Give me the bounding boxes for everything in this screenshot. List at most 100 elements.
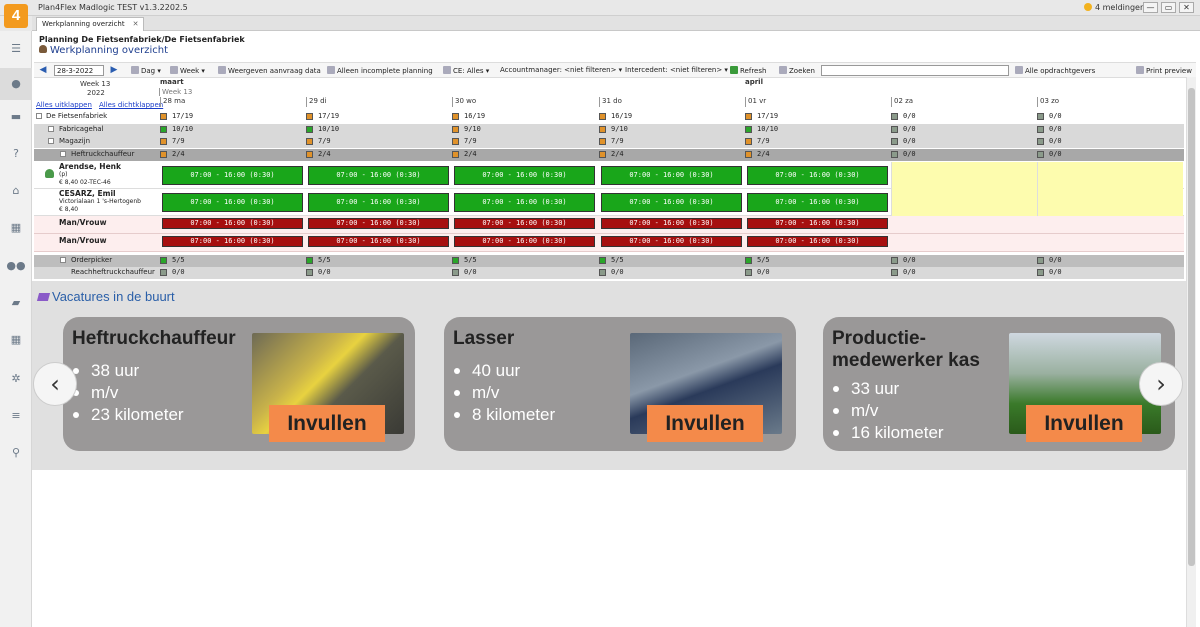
week-button[interactable]: Week ▾ bbox=[170, 66, 205, 75]
open-shift-block[interactable]: 07:00 - 16:00 (0:30) bbox=[747, 236, 888, 247]
intercedent-dropdown[interactable]: Intercedent: <niet filteren> ▾ bbox=[625, 66, 728, 74]
notifications[interactable]: 4 meldingen bbox=[1084, 3, 1145, 12]
accountmanager-dropdown[interactable]: Accountmanager: <niet filteren> ▾ bbox=[500, 66, 623, 74]
open-shift-block[interactable]: 07:00 - 16:00 (0:30) bbox=[601, 236, 742, 247]
next-date-button[interactable]: ▶ bbox=[110, 65, 118, 75]
person-line3: € 8,40 02-TEC-46 bbox=[59, 179, 111, 186]
folder-icon[interactable]: ▰ bbox=[11, 296, 21, 309]
prev-date-button[interactable]: ◀ bbox=[39, 65, 47, 75]
carousel-prev-button[interactable]: ‹ bbox=[33, 362, 77, 406]
gear-icon[interactable]: ✲ bbox=[11, 372, 21, 385]
person-row[interactable]: Arendse, Henk(p)€ 8,40 02-TEC-46 07:00 - … bbox=[34, 162, 1184, 189]
weergeven-button[interactable]: Weergeven aanvraag data bbox=[218, 66, 321, 75]
person-line2: (p) bbox=[59, 171, 68, 178]
help-icon[interactable]: ? bbox=[13, 147, 19, 160]
weekend-cell[interactable] bbox=[891, 162, 1037, 189]
coverage-value: 10/10 bbox=[318, 125, 340, 133]
invullen-button[interactable]: Invullen bbox=[647, 405, 763, 442]
shift-block[interactable]: 07:00 - 16:00 (0:30) bbox=[601, 166, 742, 185]
menu-icon[interactable]: ☰ bbox=[11, 42, 21, 55]
vacature-detail: m/v bbox=[73, 382, 184, 404]
tag-icon bbox=[36, 293, 51, 301]
shift-block[interactable]: 07:00 - 16:00 (0:30) bbox=[747, 166, 888, 185]
binoculars-icon bbox=[779, 66, 787, 74]
expand-checkbox[interactable] bbox=[60, 151, 66, 157]
invullen-button[interactable]: Invullen bbox=[269, 405, 385, 442]
alles-uitklappen-link[interactable]: Alles uitklappen bbox=[36, 101, 92, 109]
group-icon[interactable]: ●● bbox=[6, 259, 26, 272]
person-name: Arendse, Henk bbox=[59, 162, 121, 171]
scrollbar-thumb[interactable] bbox=[1188, 88, 1195, 566]
shift-block[interactable]: 07:00 - 16:00 (0:30) bbox=[454, 193, 595, 212]
group-label: Orderpicker bbox=[71, 256, 113, 264]
alleen-incomplete-button[interactable]: Alleen incomplete planning bbox=[327, 66, 433, 75]
weekend-cell[interactable] bbox=[1037, 162, 1183, 189]
car-icon[interactable]: ▬ bbox=[10, 110, 22, 123]
bell-icon bbox=[1084, 3, 1092, 11]
home-icon[interactable]: ⌂ bbox=[12, 184, 20, 197]
open-shift-block[interactable]: 07:00 - 16:00 (0:30) bbox=[162, 236, 303, 247]
search-icon[interactable]: ⚲ bbox=[11, 446, 21, 459]
open-shift-block[interactable]: 07:00 - 16:00 (0:30) bbox=[454, 236, 595, 247]
status-square bbox=[745, 113, 752, 120]
alles-dichtklappen-link[interactable]: Alles dichtklappen bbox=[99, 101, 164, 109]
open-shift-block[interactable]: 07:00 - 16:00 (0:30) bbox=[308, 236, 449, 247]
tab-werkplanning[interactable]: Werkplanning overzicht✕ bbox=[36, 17, 145, 31]
print-preview-button[interactable]: Print preview bbox=[1136, 66, 1192, 75]
open-shift-block[interactable]: 07:00 - 16:00 (0:30) bbox=[747, 218, 888, 229]
open-shift-block[interactable]: 07:00 - 16:00 (0:30) bbox=[162, 218, 303, 229]
weekend-cell[interactable] bbox=[1037, 189, 1183, 216]
shift-block[interactable]: 07:00 - 16:00 (0:30) bbox=[162, 166, 303, 185]
open-shift-block[interactable]: 07:00 - 16:00 (0:30) bbox=[308, 218, 449, 229]
app-title: Plan4Flex Madlogic TEST v1.3.2202.5 bbox=[38, 3, 188, 12]
calendar-icon[interactable]: ▦ bbox=[10, 221, 22, 234]
expand-checkbox[interactable] bbox=[60, 257, 66, 263]
filter-icon bbox=[327, 66, 335, 74]
shift-block[interactable]: 07:00 - 16:00 (0:30) bbox=[601, 193, 742, 212]
refresh-button[interactable]: Refresh bbox=[730, 66, 766, 75]
ce-dropdown[interactable]: CE: Alles ▾ bbox=[443, 66, 489, 75]
coverage-value: 0/0 bbox=[1049, 137, 1062, 145]
dag-button[interactable]: Dag ▾ bbox=[131, 66, 161, 75]
coverage-value: 5/5 bbox=[757, 256, 770, 264]
close-tab-icon[interactable]: ✕ bbox=[132, 20, 139, 28]
zoeken-button[interactable]: Zoeken bbox=[779, 66, 815, 75]
vacature-detail: m/v bbox=[833, 400, 944, 422]
search-input[interactable] bbox=[821, 65, 1009, 76]
shift-block[interactable]: 07:00 - 16:00 (0:30) bbox=[454, 166, 595, 185]
status-square bbox=[1037, 138, 1044, 145]
expand-checkbox[interactable] bbox=[48, 126, 54, 132]
database-icon[interactable]: ≡ bbox=[11, 409, 21, 422]
shift-block[interactable]: 07:00 - 16:00 (0:30) bbox=[162, 193, 303, 212]
open-shift-block[interactable]: 07:00 - 16:00 (0:30) bbox=[601, 218, 742, 229]
vacature-detail: m/v bbox=[453, 382, 555, 404]
shift-block[interactable]: 07:00 - 16:00 (0:30) bbox=[308, 193, 449, 212]
shift-block[interactable]: 07:00 - 16:00 (0:30) bbox=[747, 193, 888, 212]
alle-opdrachtgevers-button[interactable]: Alle opdrachtgevers bbox=[1015, 66, 1095, 75]
expand-checkbox[interactable] bbox=[48, 138, 54, 144]
open-shift-block[interactable]: 07:00 - 16:00 (0:30) bbox=[454, 218, 595, 229]
maximize-button[interactable]: ▭ bbox=[1161, 2, 1176, 13]
date-picker[interactable]: 28-3-2022 bbox=[54, 65, 104, 76]
weekend-cell[interactable] bbox=[891, 189, 1037, 216]
calendar-check-icon[interactable]: ▦ bbox=[10, 333, 22, 346]
close-window-button[interactable]: ✕ bbox=[1179, 2, 1194, 13]
invullen-button[interactable]: Invullen bbox=[1026, 405, 1142, 442]
minimize-button[interactable]: — bbox=[1143, 2, 1158, 13]
carousel-next-button[interactable]: › bbox=[1139, 362, 1183, 406]
expand-checkbox[interactable] bbox=[36, 113, 42, 119]
shift-block[interactable]: 07:00 - 16:00 (0:30) bbox=[308, 166, 449, 185]
user-icon[interactable]: ● bbox=[0, 68, 32, 100]
